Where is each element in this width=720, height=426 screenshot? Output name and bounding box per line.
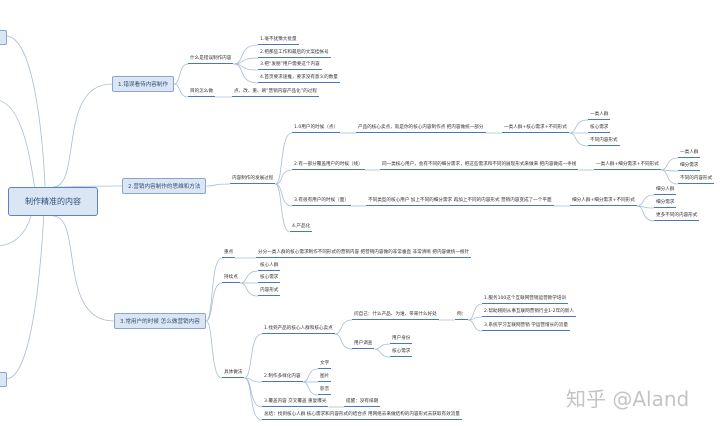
node[interactable]: 更多不同的内容形式 [654,213,700,221]
connector-line [302,381,319,396]
node[interactable]: 细分人群+细分需求+不同形式 [570,198,637,206]
offscreen-left-node[interactable] [0,30,7,45]
node[interactable]: 点、改、重、刷“营销内容产品化”的过程 [232,89,319,97]
node[interactable]: 细分人群 [654,187,677,195]
branch-1-node[interactable]: 1.错误看待内容制作 [112,76,175,92]
connector-line [52,83,113,188]
node[interactable]: 核心人群 [258,263,281,271]
connector-line [205,320,223,379]
node[interactable]: 不同类型的核心用户 加上不同的细分需求 再加上不同的内容形式 营销内容变成了一个… [366,198,554,206]
node[interactable]: 3.有很有用户的时候（面） [292,198,351,206]
node[interactable]: 问自己：什么产品、为谁、带来什么好处 [352,312,439,320]
node[interactable]: 1.毫不犹豫大批量 [258,37,299,45]
node[interactable]: 1.0用户的时候（点） [292,125,341,133]
node[interactable]: 图片 [318,374,332,382]
connector-line [568,132,589,147]
connector-line [239,270,259,284]
node[interactable]: 内容制作的发展过程 [230,176,276,184]
node-what[interactable]: 什么是错误制作内容 [188,56,234,64]
connector-line [233,44,259,65]
root-node[interactable]: 制作精准的内容 [8,187,98,216]
connector-line [374,348,391,358]
node[interactable]: 具体做法 [222,370,245,378]
connector-line [636,205,655,222]
connector-line [274,183,291,233]
connector-line [174,83,189,98]
connector-line [0,100,36,190]
branch-3-node[interactable]: 3.常用户的时候 怎么做营销内容 [114,313,206,329]
node[interactable]: 核心需求 [588,125,611,133]
connector-line [206,183,231,187]
node[interactable]: 用户调查 [352,341,375,349]
connector-line [244,377,263,421]
node[interactable]: 重点 [222,250,236,258]
connector-line [660,169,679,185]
node[interactable]: 2.帮助刚刚从事互联网营销行业1-2年的新人 [482,309,576,317]
node[interactable]: 同一类核心用户，会有不同的细分需求，把这些需求和不同的展现形式来做来 把内容做成… [380,162,579,170]
node[interactable]: 分分一类人群的核心需求制作不同形式的营销内容 把营销内容做的非常垂直 非常清晰 … [256,250,472,258]
node[interactable]: 2.制作多样化内容 [262,374,303,382]
node[interactable]: 细分需求 [654,200,677,208]
node[interactable]: 一类人群+核心需求+不同形式 [502,125,569,133]
node[interactable]: 不同内容形式 [588,138,620,146]
node[interactable]: 4.首页要求速推，要求没有意义的数量 [258,75,340,83]
node[interactable]: 核心需求 [390,349,413,357]
connector-line [374,343,391,350]
offscreen-left-node[interactable] [0,372,7,387]
node[interactable]: 核心需求 [258,275,281,283]
node[interactable]: 一类人群 [588,112,611,120]
connector-line [275,132,293,185]
connector-line [275,169,293,185]
watermark: 知乎 @Aland [566,387,690,411]
connector-line [568,119,589,134]
connector-line [244,333,263,379]
node[interactable]: 例： [455,312,469,320]
connector-line [468,319,483,332]
connector-line [233,63,259,84]
node[interactable]: 不同的内容形式 [678,176,715,184]
node[interactable]: 1.找到产品的核心人群和核心卖点 [262,326,335,334]
node[interactable]: 1.服务100这个互联网营销运营教学培训 [482,296,569,304]
node-how[interactable]: 目的怎么做 [188,89,215,97]
connector-line [205,257,223,322]
node[interactable]: 内容形式 [258,288,281,296]
connector-line [334,319,353,335]
node[interactable]: 影音 [318,387,332,395]
node[interactable]: 用户身份 [390,336,413,344]
connector-line [5,35,46,188]
connector-line [52,185,123,188]
connector-line [334,333,353,350]
connector-line [660,157,679,171]
node[interactable]: 文字 [318,361,332,369]
connector-line [173,63,189,85]
node[interactable]: 细分需求 [678,163,701,171]
node[interactable]: 提醒：没有排期 [344,399,381,407]
node[interactable]: 持续点 [222,275,240,283]
node[interactable]: 3.把“发朋”用户需要这个内容 [258,62,322,70]
node[interactable]: 一类人群+细分需求+不同形式 [594,162,661,170]
connector-line [244,377,263,408]
connector-line [468,303,483,321]
branch-2-node[interactable]: 2.营销内容制作的思维和方法 [122,178,207,194]
connector-line [239,282,259,297]
node[interactable]: 2.有一部分覆盖用户的时候（线） [292,162,365,170]
connector-line [302,368,319,383]
connector-line [468,316,483,321]
node[interactable]: 3.系统学习互联网营销 学运营增长的流量 [482,323,570,331]
node[interactable]: 总结：找到核心人群 核心需求和内容形式的结合点 用网络去来做结构的内容形式去获取… [262,412,462,420]
connector-line [205,282,223,322]
connector-line [52,215,115,322]
connector-line [636,194,655,207]
node[interactable]: 4.产品化 [290,224,313,232]
node[interactable]: 2.把那些工作和最后的文案挂帐号 [258,50,331,58]
node[interactable]: 3.覆盖内容 交叉覆盖 重复曝光 [262,399,329,407]
node[interactable]: 产品的核心卖点，就是你的核心内容制作点 把内容做统一部分 [356,125,486,133]
node[interactable]: 一类人群 [678,150,701,158]
